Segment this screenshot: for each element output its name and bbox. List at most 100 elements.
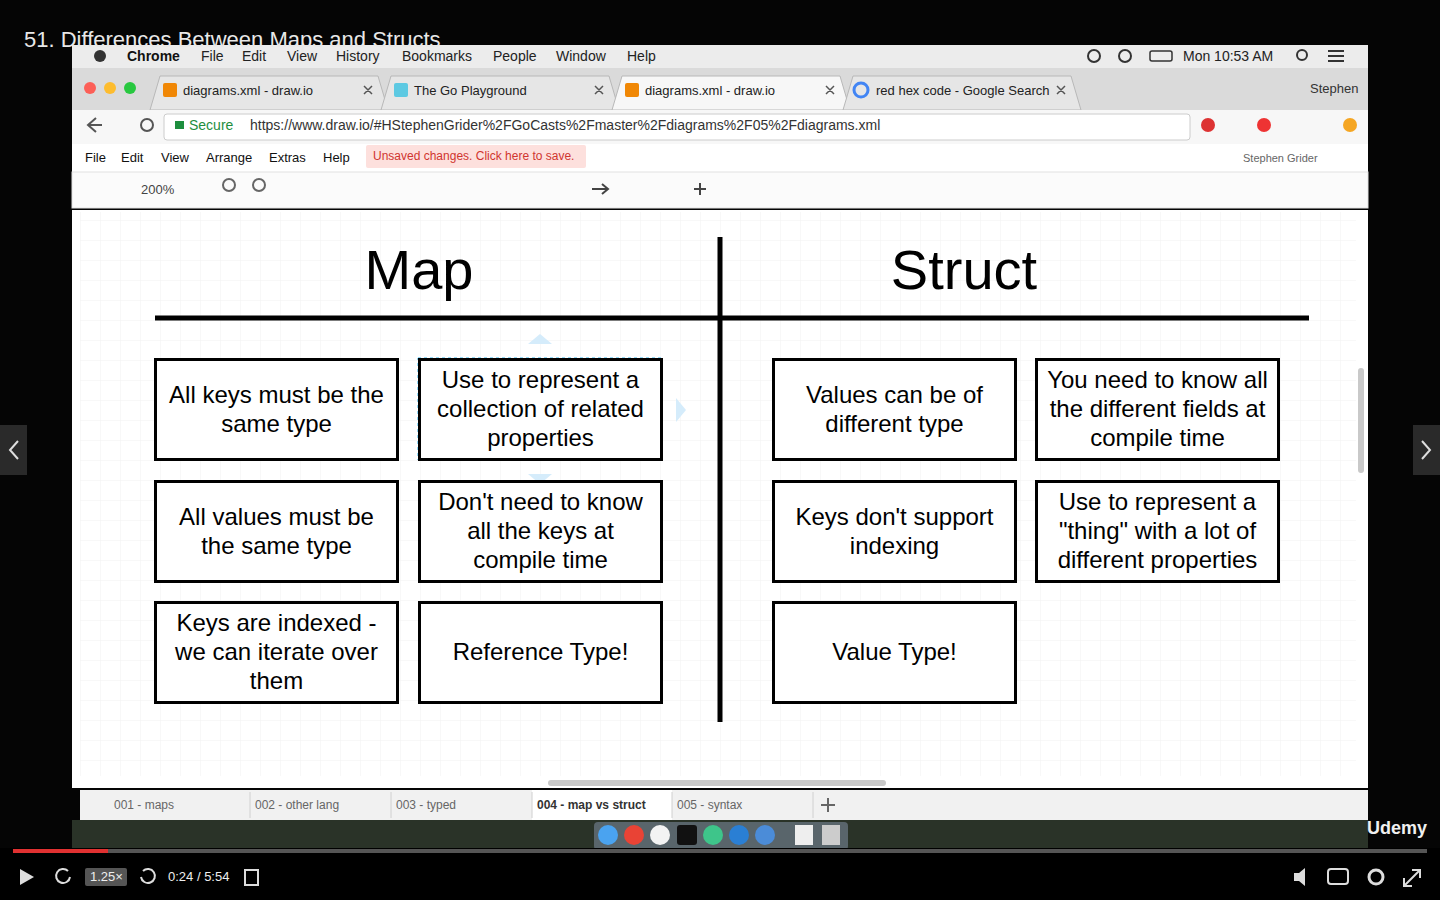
close-light — [84, 82, 96, 94]
box-text: Values can be of different type — [783, 381, 1006, 439]
property-box: You need to know all the different field… — [1035, 358, 1280, 461]
reload-icon — [141, 119, 153, 131]
ext-icon — [1201, 118, 1215, 132]
dock-icon — [598, 825, 618, 845]
property-box: Keys are indexed - we can iterate over t… — [154, 601, 399, 704]
app-menu-item: File — [85, 150, 106, 166]
tab-title: The Go Playground — [414, 83, 527, 99]
zoom-level: 200% — [141, 182, 174, 198]
url: https://www.draw.io/#HStephenGrider%2FGo… — [250, 117, 880, 134]
page-tab: 005 - syntax — [677, 798, 742, 812]
property-box: All values must be the same type — [154, 480, 399, 583]
go-favicon — [394, 83, 408, 97]
tab-bar — [72, 68, 1368, 110]
property-box: Reference Type! — [418, 601, 663, 704]
profile-name: Stephen — [1310, 81, 1358, 97]
progress-fill — [13, 849, 108, 853]
notes-icon — [245, 870, 258, 885]
box-text: Reference Type! — [453, 638, 629, 667]
box-text: All keys must be the same type — [165, 381, 388, 439]
timecode: 0:24 / 5:54 — [168, 869, 229, 885]
app-menu-item: Help — [323, 150, 350, 166]
toolbar — [72, 110, 1368, 144]
app-menu-item: Extras — [269, 150, 306, 166]
box-text: Keys don't support indexing — [783, 503, 1006, 561]
dock-icon — [677, 825, 697, 845]
watermark: Udemy — [1367, 818, 1427, 840]
tab-title: red hex code - Google Search — [876, 83, 1049, 99]
omnibox — [164, 114, 1190, 140]
drawio-toolbar — [72, 172, 1368, 208]
min-light — [104, 82, 116, 94]
box-text: You need to know all the different field… — [1046, 366, 1269, 452]
app-menu-item: Arrange — [206, 150, 252, 166]
tool-icons — [592, 183, 706, 195]
unsaved-badge — [366, 145, 586, 168]
box-text: Keys are indexed - we can iterate over t… — [165, 609, 388, 695]
volume-icon — [1294, 868, 1305, 886]
column-heading: Map — [365, 236, 474, 303]
rewind-icon — [56, 869, 70, 883]
canvas-grid — [80, 212, 1356, 776]
page-tab: 001 - maps — [114, 798, 174, 812]
page-tab-dividers — [250, 792, 813, 818]
tab-active — [612, 76, 850, 110]
fullscreen-icon — [1404, 870, 1420, 886]
next-arrow — [1422, 441, 1430, 459]
property-box: Use to represent a "thing" with a lot of… — [1035, 480, 1280, 583]
tab-title: diagrams.xml - draw.io — [183, 83, 313, 99]
dock-icon — [755, 825, 775, 845]
drawio-menubar — [72, 144, 1368, 172]
ext-icon — [1343, 118, 1357, 132]
drawio-favicon — [163, 83, 177, 97]
next-button — [1413, 425, 1440, 475]
dock-icon — [650, 825, 670, 845]
page-tab: 004 - map vs struct — [537, 798, 646, 812]
tab — [381, 76, 619, 110]
status-icon — [1088, 50, 1100, 62]
selection-outline — [418, 358, 662, 460]
play-icon — [20, 869, 34, 885]
tab-title: diagrams.xml - draw.io — [645, 83, 775, 99]
lock-icon — [175, 121, 184, 129]
header-rule — [155, 316, 1309, 321]
back-icon — [88, 118, 102, 132]
page-tab-bar — [80, 790, 1368, 820]
property-box: Value Type! — [772, 601, 1017, 704]
max-light — [124, 82, 136, 94]
wifi-icon — [1119, 50, 1131, 62]
box-text: All values must be the same type — [165, 503, 388, 561]
menu-item: Help — [627, 48, 656, 65]
speed-badge — [85, 868, 127, 886]
progress-track — [13, 849, 1427, 853]
prev-arrow — [10, 441, 18, 459]
box-text: Use to represent a "thing" with a lot of… — [1046, 488, 1269, 574]
dock-icon — [795, 825, 813, 845]
property-box: All keys must be the same type — [154, 358, 399, 461]
add-page-icon — [821, 798, 835, 812]
property-box: Don't need to know all the keys at compi… — [418, 480, 663, 583]
user-name: Stephen Grider — [1243, 152, 1318, 165]
list-icon — [1328, 51, 1344, 61]
page-tab: 002 - other lang — [255, 798, 339, 812]
player-bar — [0, 848, 1440, 900]
tab — [843, 76, 1081, 110]
property-box: Use to represent a collection of related… — [418, 358, 663, 461]
dock-icon — [729, 825, 749, 845]
dock — [594, 822, 848, 850]
property-box: Keys don't support indexing — [772, 480, 1017, 583]
clock: Mon 10:53 AM — [1183, 48, 1273, 65]
scrollbar — [548, 780, 886, 786]
canvas — [72, 210, 1368, 788]
scrollbar — [1358, 368, 1364, 473]
ext-icon — [1257, 118, 1271, 132]
settings-icon — [1369, 870, 1383, 884]
drawio-favicon — [625, 83, 639, 97]
speed-label: 1.25× — [90, 869, 123, 885]
zoom-icons — [223, 179, 265, 191]
column-divider — [718, 237, 723, 722]
box-text: Value Type! — [832, 638, 957, 667]
dock-icon — [624, 825, 644, 845]
search-icon — [1297, 50, 1307, 60]
